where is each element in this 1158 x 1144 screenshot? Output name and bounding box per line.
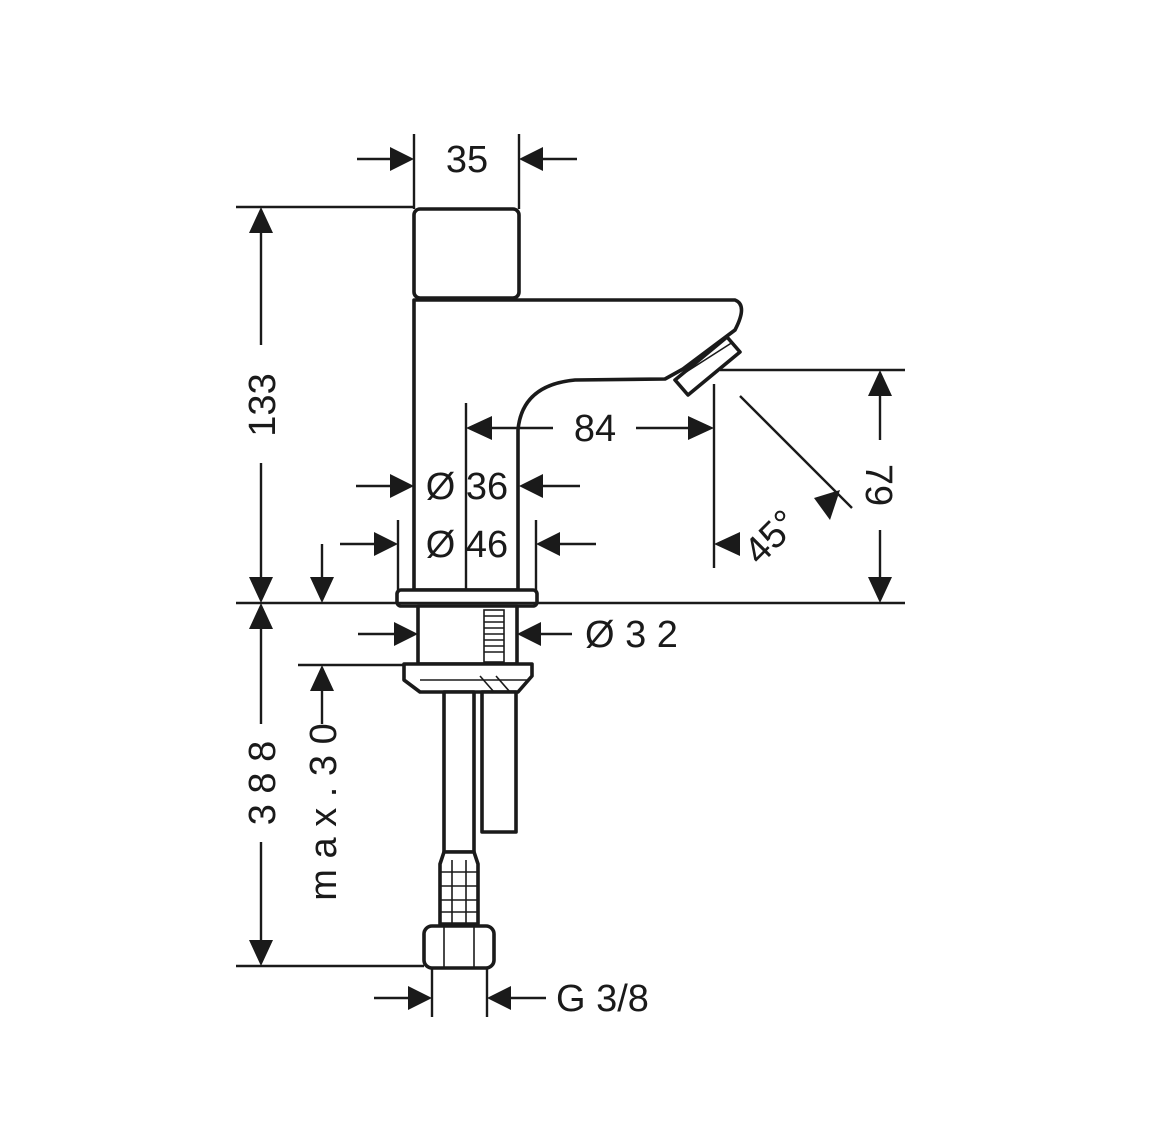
- dim-angle-45: 45°: [736, 502, 806, 572]
- mounting-shank: [416, 604, 519, 666]
- supply-hose: [442, 690, 476, 854]
- aerator: [673, 335, 742, 397]
- dimension-lines: [236, 134, 905, 1017]
- dim-diameter-32: Ø 3 2: [585, 614, 678, 656]
- fixing-nut: [402, 662, 534, 694]
- faucet-outline: [395, 207, 744, 970]
- dim-height-133: 133: [242, 373, 284, 436]
- dim-thread-g38: G 3/8: [556, 978, 649, 1020]
- shank-thread: [483, 609, 505, 663]
- faucet-spout-body: [412, 298, 744, 592]
- mounting-rod: [480, 690, 518, 834]
- dim-height-79: 79: [857, 464, 899, 506]
- connection-nut: [422, 924, 496, 970]
- dim-max-30: m a x . 3 0: [303, 723, 345, 900]
- push-button: [412, 207, 521, 300]
- dim-width-35: 35: [446, 139, 488, 181]
- dim-diameter-36: Ø 36: [426, 466, 508, 508]
- dim-length-388: 3 8 8: [242, 741, 284, 826]
- dim-diameter-46: Ø 46: [426, 524, 508, 566]
- hose-crimp: [438, 850, 480, 926]
- dim-reach-84: 84: [574, 408, 616, 450]
